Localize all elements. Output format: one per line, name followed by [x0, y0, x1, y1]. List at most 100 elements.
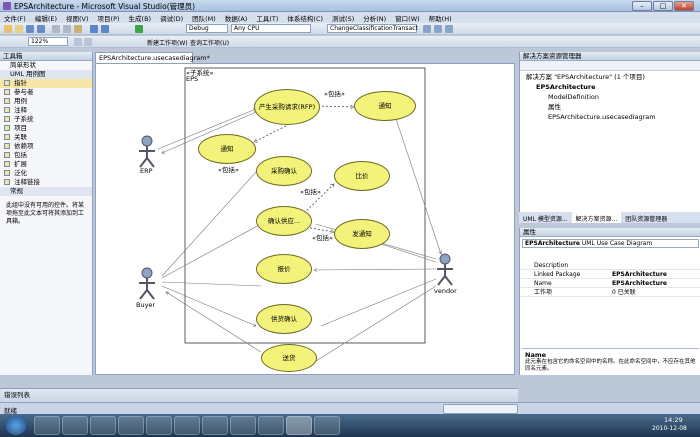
toolbox-section-shapes[interactable]: 简单形状: [10, 61, 36, 69]
query-work-item-button[interactable]: 查询工作项(U): [190, 40, 230, 47]
toolbox-item-extend[interactable]: 扩展: [0, 160, 92, 169]
properties-icon[interactable]: [445, 25, 453, 33]
toolbox-section-uml[interactable]: UML 用例图: [0, 70, 92, 79]
toolbox-item-include[interactable]: 包括: [0, 151, 92, 160]
toolbox-item-comment-link[interactable]: 注释链接: [0, 178, 92, 187]
prop-row-description[interactable]: Description: [520, 262, 700, 270]
new-work-item-button[interactable]: 新建工作项(W): [147, 40, 188, 47]
copy-icon[interactable]: [63, 25, 71, 33]
menu-tools[interactable]: 工具(T): [256, 15, 279, 23]
zoom-select[interactable]: 122%: [28, 37, 68, 46]
undo-icon[interactable]: [90, 25, 98, 33]
menu-data[interactable]: 数据(A): [224, 15, 248, 23]
clock-time: 14:29: [664, 416, 683, 424]
zoom-in-icon[interactable]: [74, 38, 82, 46]
taskbar-app-8[interactable]: [230, 416, 256, 435]
menu-build[interactable]: 生成(B): [128, 15, 152, 23]
menu-analyze[interactable]: 分析(N): [363, 15, 387, 23]
taskbar-app-5[interactable]: [146, 416, 172, 435]
properties-object-select[interactable]: EPSArchitecture UML Use Case Diagram: [522, 239, 699, 248]
start-button[interactable]: [6, 416, 26, 435]
menu-file[interactable]: 文件(F): [4, 15, 26, 23]
diagram-canvas[interactable]: «子系统» EPS ERP Buyer vendor 产生采购请求(RFP) 通…: [95, 63, 515, 375]
menu-window[interactable]: 窗口(W): [395, 15, 420, 23]
solution-explorer-icon[interactable]: [434, 25, 442, 33]
toolbox-item-artifact[interactable]: 项目: [0, 124, 92, 133]
menu-edit[interactable]: 编辑(E): [34, 15, 57, 23]
tab-uml-model[interactable]: UML 模型资源...: [523, 216, 568, 223]
usecase-purchase-confirm[interactable]: 采购确认: [256, 156, 312, 186]
menu-test[interactable]: 测试(S): [332, 15, 355, 23]
usecase-supply-ok[interactable]: 供货确认: [256, 304, 312, 334]
solution-tabs: UML 模型资源... 解决方案资源... 团队资源管理器: [519, 212, 700, 223]
toolbox-item-association[interactable]: 关联: [0, 133, 92, 142]
usecase-send-notice[interactable]: 发通知: [334, 219, 390, 249]
ime-toolbar[interactable]: [443, 404, 518, 414]
tab-team-explorer[interactable]: 团队资源管理器: [625, 216, 668, 223]
actor-vendor[interactable]: vendor: [432, 252, 464, 298]
redo-icon[interactable]: [101, 25, 109, 33]
maximize-button[interactable]: □: [653, 1, 673, 11]
minimize-button[interactable]: –: [632, 1, 652, 11]
menu-architecture[interactable]: 体系结构(C): [287, 15, 324, 23]
taskbar-app-2[interactable]: [62, 416, 88, 435]
cut-icon[interactable]: [52, 25, 60, 33]
menu-project[interactable]: 项目(P): [97, 15, 120, 23]
taskbar-app-1[interactable]: [34, 416, 60, 435]
toolbox-item-dependency[interactable]: 依赖项: [0, 142, 92, 151]
taskbar-app-6[interactable]: [174, 416, 200, 435]
usecase-rfp[interactable]: 产生采购请求(RFP): [254, 89, 320, 125]
usecase-notify-erp[interactable]: 通知: [198, 134, 256, 164]
zoom-out-icon[interactable]: [84, 38, 92, 46]
tab-usecase-diagram[interactable]: EPSArchitecture.usecasediagram*: [95, 52, 210, 63]
toolbox-item-usecase[interactable]: 用例: [0, 97, 92, 106]
solution-item-properties[interactable]: 属性: [548, 103, 561, 111]
save-all-icon[interactable]: [37, 25, 45, 33]
usecase-compare[interactable]: 比价: [334, 161, 390, 191]
toolbox-item-actor[interactable]: 参与者: [0, 88, 92, 97]
close-button[interactable]: ✕: [674, 1, 694, 11]
tab-solution-explorer[interactable]: 解决方案资源...: [571, 212, 622, 223]
usecase-quote[interactable]: 报价: [256, 254, 312, 284]
include-label-2: «包括»: [218, 166, 239, 174]
menu-team[interactable]: 团队(M): [192, 15, 216, 23]
project-node[interactable]: EPSArchitecture: [536, 83, 596, 91]
new-project-icon[interactable]: [4, 25, 12, 33]
find-combo[interactable]: ChangeClassificationTransact: [327, 24, 418, 33]
taskbar-app-7[interactable]: [202, 416, 228, 435]
actor-buyer[interactable]: Buyer: [134, 266, 164, 312]
config-select[interactable]: Debug: [186, 24, 228, 33]
taskbar-app-11[interactable]: [314, 416, 340, 435]
actor-erp-label: ERP: [140, 167, 153, 175]
menu-view[interactable]: 视图(V): [66, 15, 89, 23]
solution-root[interactable]: 解决方案 "EPSArchitecture" (1 个项目): [526, 73, 645, 81]
actor-erp[interactable]: ERP: [134, 134, 160, 176]
solution-item-modeldefinition[interactable]: ModelDefinition: [548, 93, 599, 101]
toolbox-item-generalization[interactable]: 泛化: [0, 169, 92, 178]
find-icon[interactable]: [423, 25, 431, 33]
taskbar-app-4[interactable]: [118, 416, 144, 435]
start-debug-icon[interactable]: [135, 25, 143, 33]
taskbar-app-9[interactable]: [258, 416, 284, 435]
toolbox-item-comment[interactable]: 注释: [0, 106, 92, 115]
paste-icon[interactable]: [74, 25, 82, 33]
properties-title: 属性: [520, 228, 700, 237]
usecase-deliver[interactable]: 送货: [261, 344, 317, 372]
save-icon[interactable]: [26, 25, 34, 33]
taskbar-app-3[interactable]: [90, 416, 116, 435]
usecase-supply-confirm[interactable]: 确认供应...: [256, 206, 312, 236]
toolbox-item-pointer[interactable]: 指针: [0, 79, 92, 88]
error-list-tab[interactable]: 错误列表: [0, 388, 518, 402]
platform-select[interactable]: Any CPU: [231, 24, 311, 33]
toolbox-section-general[interactable]: 常规: [0, 187, 92, 196]
open-icon[interactable]: [15, 25, 23, 33]
usecase-notify-vendor[interactable]: 通知: [354, 91, 416, 121]
solution-item-diagram[interactable]: EPSArchitecture.usecasediagram: [548, 113, 656, 121]
menu-help[interactable]: 帮助(H): [428, 15, 452, 23]
menu-debug[interactable]: 调试(D): [160, 15, 184, 23]
taskbar-app-vs[interactable]: [286, 416, 312, 435]
toolbox-item-subsystem[interactable]: 子系统: [0, 115, 92, 124]
